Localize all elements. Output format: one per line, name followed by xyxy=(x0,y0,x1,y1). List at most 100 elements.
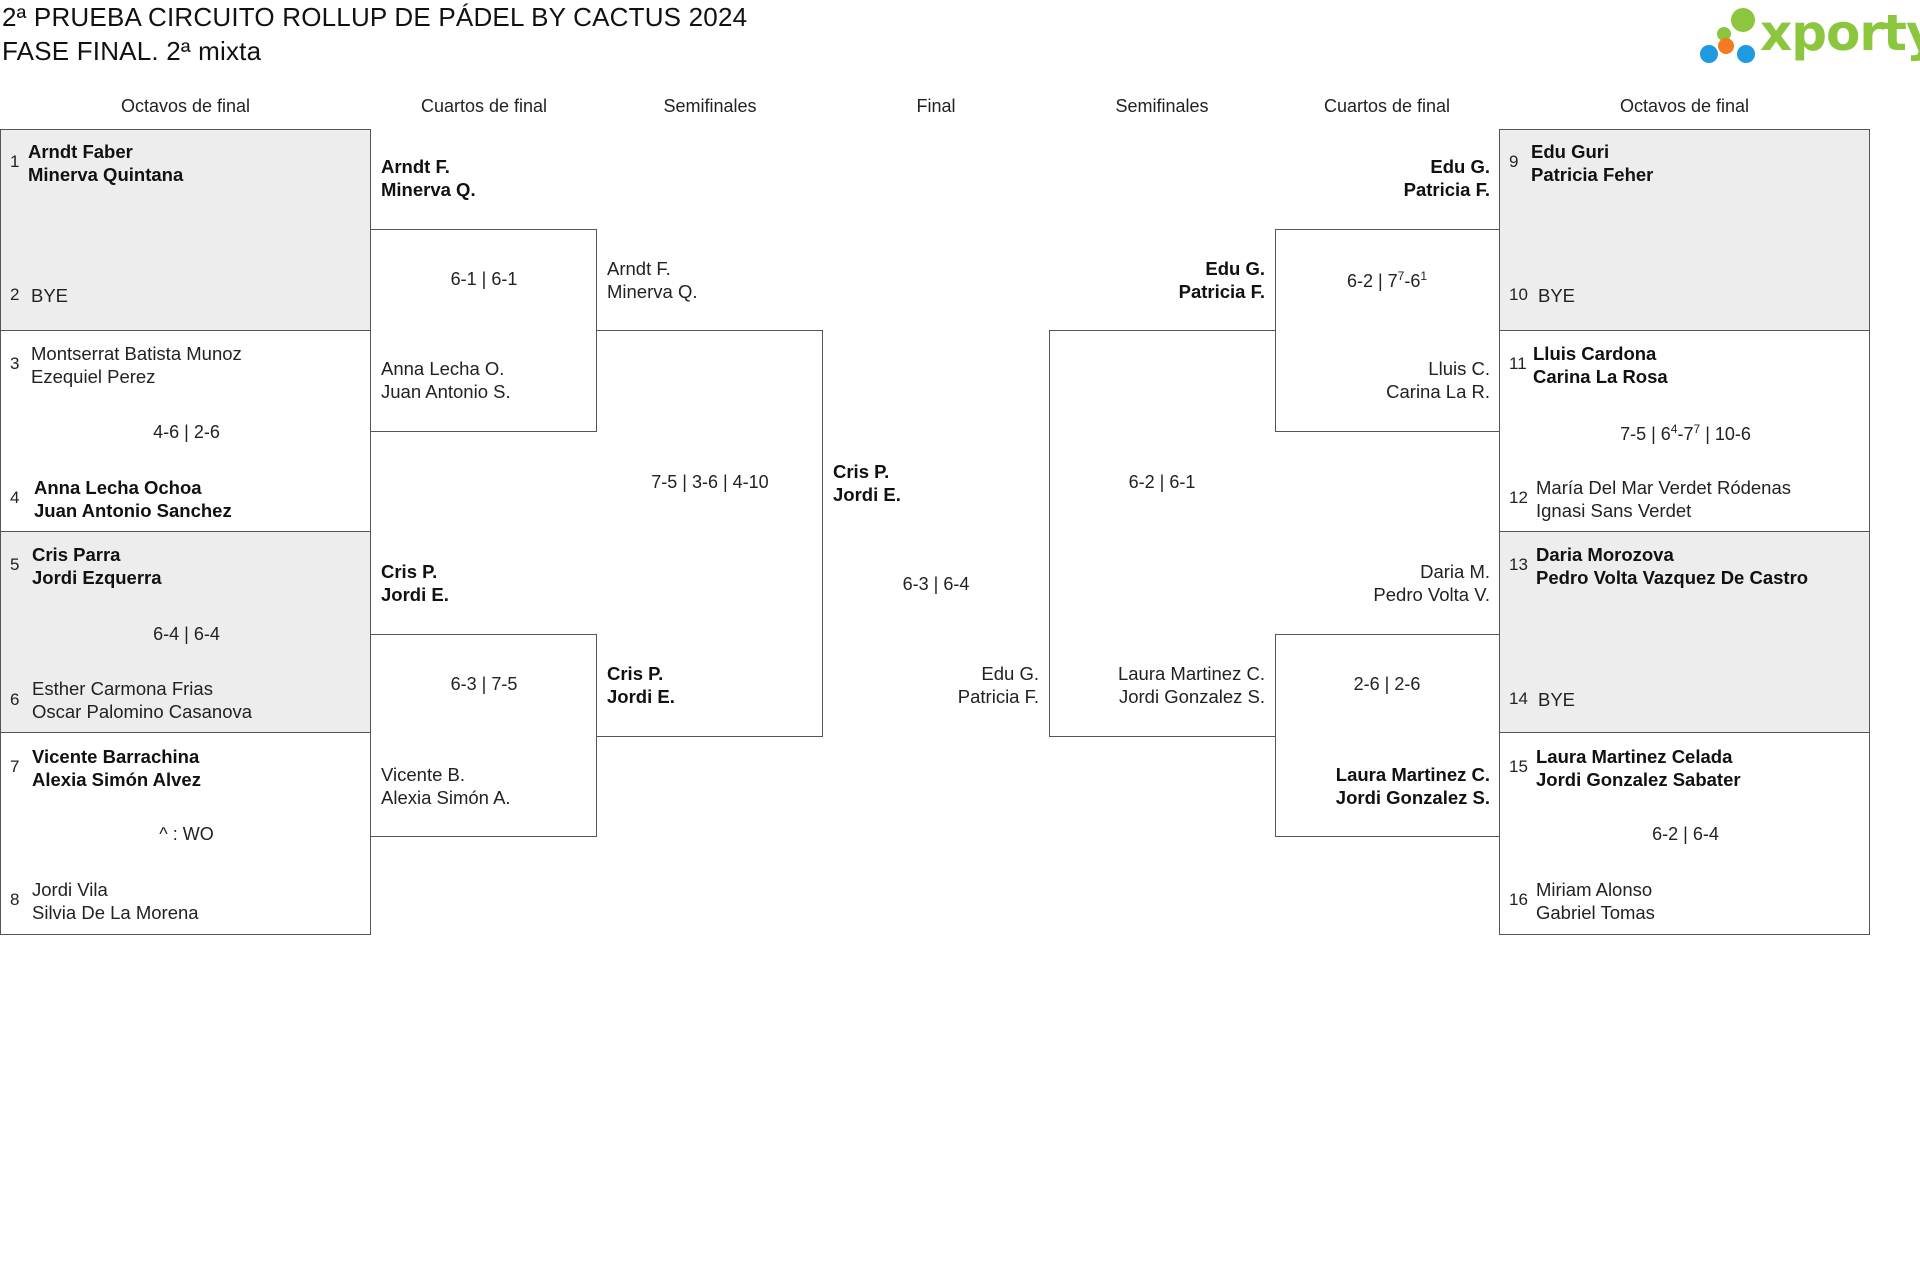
player-name: Lluis C. xyxy=(1428,358,1490,379)
player-name: Arndt F. xyxy=(607,258,671,279)
player-name: Laura Martinez C. xyxy=(1335,764,1490,785)
player-name: Patricia F. xyxy=(1403,179,1490,200)
seed-number: 12 xyxy=(1509,488,1528,507)
seed-number: 14 xyxy=(1509,689,1528,708)
player-name: María Del Mar Verdet Ródenas xyxy=(1536,477,1792,498)
player-name: Patricia F. xyxy=(957,686,1039,707)
header-right-qf: Cuartos de final xyxy=(1323,96,1451,116)
player-name: Silvia De La Morena xyxy=(32,902,199,923)
player-name: Jordi E. xyxy=(381,584,449,605)
player-name: Esther Carmona Frias xyxy=(32,678,213,699)
xporty-logo: xporty xyxy=(1696,4,1920,68)
match-score: 6-2 | 6-1 xyxy=(1128,472,1196,492)
player-name: Carina La Rosa xyxy=(1533,366,1668,387)
player-name: Jordi Ezquerra xyxy=(32,567,162,588)
player-name: Anna Lecha O. xyxy=(381,358,505,379)
match-r16-right-1: 9 Edu Guri Patricia Feher 10 BYE xyxy=(1499,129,1870,331)
player-name: Gabriel Tomas xyxy=(1536,902,1655,923)
player-name: Edu G. xyxy=(981,663,1039,684)
seed-number: 16 xyxy=(1509,890,1528,909)
bracket-line-qf-left-2 xyxy=(370,634,597,837)
champion-name: Cris P. xyxy=(833,461,890,482)
player-name: Pedro Volta Vazquez De Castro xyxy=(1536,567,1809,588)
seed-number: 11 xyxy=(1509,354,1527,373)
seed-number: 5 xyxy=(10,555,20,574)
player-name: Daria M. xyxy=(1420,561,1490,582)
player-name: Jordi E. xyxy=(607,686,675,707)
seed-number: 9 xyxy=(1509,152,1519,171)
header-final: Final xyxy=(916,96,956,116)
player-name: Edu Guri xyxy=(1531,141,1610,162)
match-r16-right-4: 15 Laura Martinez Celada Jordi Gonzalez … xyxy=(1499,732,1870,935)
player-name: Carina La R. xyxy=(1386,381,1490,402)
player-name: BYE xyxy=(1538,689,1576,710)
player-name: Oscar Palomino Casanova xyxy=(32,701,253,722)
player-name: Jordi Gonzalez S. xyxy=(1335,787,1490,808)
match-r16-left-1: 1 Arndt Faber Minerva Quintana 2 BYE xyxy=(0,129,371,331)
player-name: Cris P. xyxy=(607,663,664,684)
logo-text: xporty xyxy=(1760,4,1920,62)
match-score: 4-6 | 2-6 xyxy=(153,422,220,442)
player-name: Ignasi Sans Verdet xyxy=(1536,500,1692,521)
player-name: Vicente B. xyxy=(381,764,465,785)
seed-number: 6 xyxy=(10,690,20,709)
match-r16-left-4: 7 Vicente Barrachina Alexia Simón Alvez … xyxy=(0,732,371,935)
match-r16-right-3: 13 Daria Morozova Pedro Volta Vazquez De… xyxy=(1499,531,1870,733)
player-name: Arndt Faber xyxy=(28,141,133,162)
player-name: Jordi Gonzalez Sabater xyxy=(1536,769,1741,790)
player-name: BYE xyxy=(1538,285,1576,306)
player-name: Vicente Barrachina xyxy=(32,746,200,767)
seed-number: 7 xyxy=(10,757,20,776)
player-name: Alexia Simón Alvez xyxy=(32,769,201,790)
player-name: Juan Antonio S. xyxy=(381,381,511,402)
player-name: Edu G. xyxy=(1430,156,1490,177)
player-name: Anna Lecha Ochoa xyxy=(34,477,202,498)
seed-number: 8 xyxy=(10,890,20,909)
match-r16-left-3: 5 Cris Parra Jordi Ezquerra 6-4 | 6-4 6 … xyxy=(0,531,371,733)
player-name: Laura Martinez C. xyxy=(1117,663,1265,684)
player-name: Miriam Alonso xyxy=(1536,879,1653,900)
bracket-line-sf-left xyxy=(596,330,823,737)
player-name: BYE xyxy=(31,285,69,306)
bracket-line-sf-right xyxy=(1049,330,1276,737)
player-name: Patricia F. xyxy=(1178,281,1265,302)
player-name: Juan Antonio Sanchez xyxy=(34,500,232,521)
seed-number: 15 xyxy=(1509,757,1528,776)
page-subtitle: FASE FINAL. 2ª mixta xyxy=(2,36,262,66)
match-r16-left-2: 3 Montserrat Batista Munoz Ezequiel Pere… xyxy=(0,330,371,532)
header-right-sf: Semifinales xyxy=(1115,96,1209,116)
player-name: Minerva Q. xyxy=(381,179,476,200)
header-right-r16: Octavos de final xyxy=(1619,96,1750,116)
seed-number: 1 xyxy=(10,152,20,171)
match-score: 7-5 | 64-77 | 10-6 xyxy=(1620,422,1751,444)
seed-number: 13 xyxy=(1509,555,1528,574)
player-name: Daria Morozova xyxy=(1536,544,1674,565)
seed-number: 2 xyxy=(10,285,20,304)
player-name: Patricia Feher xyxy=(1531,164,1654,185)
match-score: ^ : WO xyxy=(159,824,214,844)
bracket-line-qf-right-1 xyxy=(1275,229,1500,432)
header-left-sf: Semifinales xyxy=(663,96,757,116)
match-score: 6-4 | 6-4 xyxy=(153,624,220,644)
champion-name: Jordi E. xyxy=(833,484,901,505)
player-name: Laura Martinez Celada xyxy=(1536,746,1733,767)
player-name: Jordi Gonzalez S. xyxy=(1118,686,1265,707)
seed-number: 10 xyxy=(1509,285,1528,304)
seed-number: 4 xyxy=(10,488,20,507)
player-name: Edu G. xyxy=(1205,258,1265,279)
page-title: 2ª PRUEBA CIRCUITO ROLLUP DE PÁDEL BY CA… xyxy=(2,2,748,32)
header-left-r16: Octavos de final xyxy=(120,96,251,116)
player-name: Pedro Volta V. xyxy=(1373,584,1490,605)
player-name: Lluis Cardona xyxy=(1533,343,1657,364)
logo-dots-icon xyxy=(1700,8,1755,63)
match-score: 6-3 | 7-5 xyxy=(450,674,518,694)
player-name: Cris P. xyxy=(381,561,438,582)
player-name: Cris Parra xyxy=(32,544,121,565)
player-name: Arndt F. xyxy=(381,156,450,177)
player-name: Ezequiel Perez xyxy=(31,366,156,387)
player-name: Minerva Q. xyxy=(607,281,698,302)
header-left-qf: Cuartos de final xyxy=(420,96,548,116)
match-score: 6-1 | 6-1 xyxy=(450,269,518,289)
bracket-line-qf-right-2 xyxy=(1275,634,1500,837)
match-r16-right-2: 11 Lluis Cardona Carina La Rosa 7-5 | 64… xyxy=(1499,330,1870,532)
